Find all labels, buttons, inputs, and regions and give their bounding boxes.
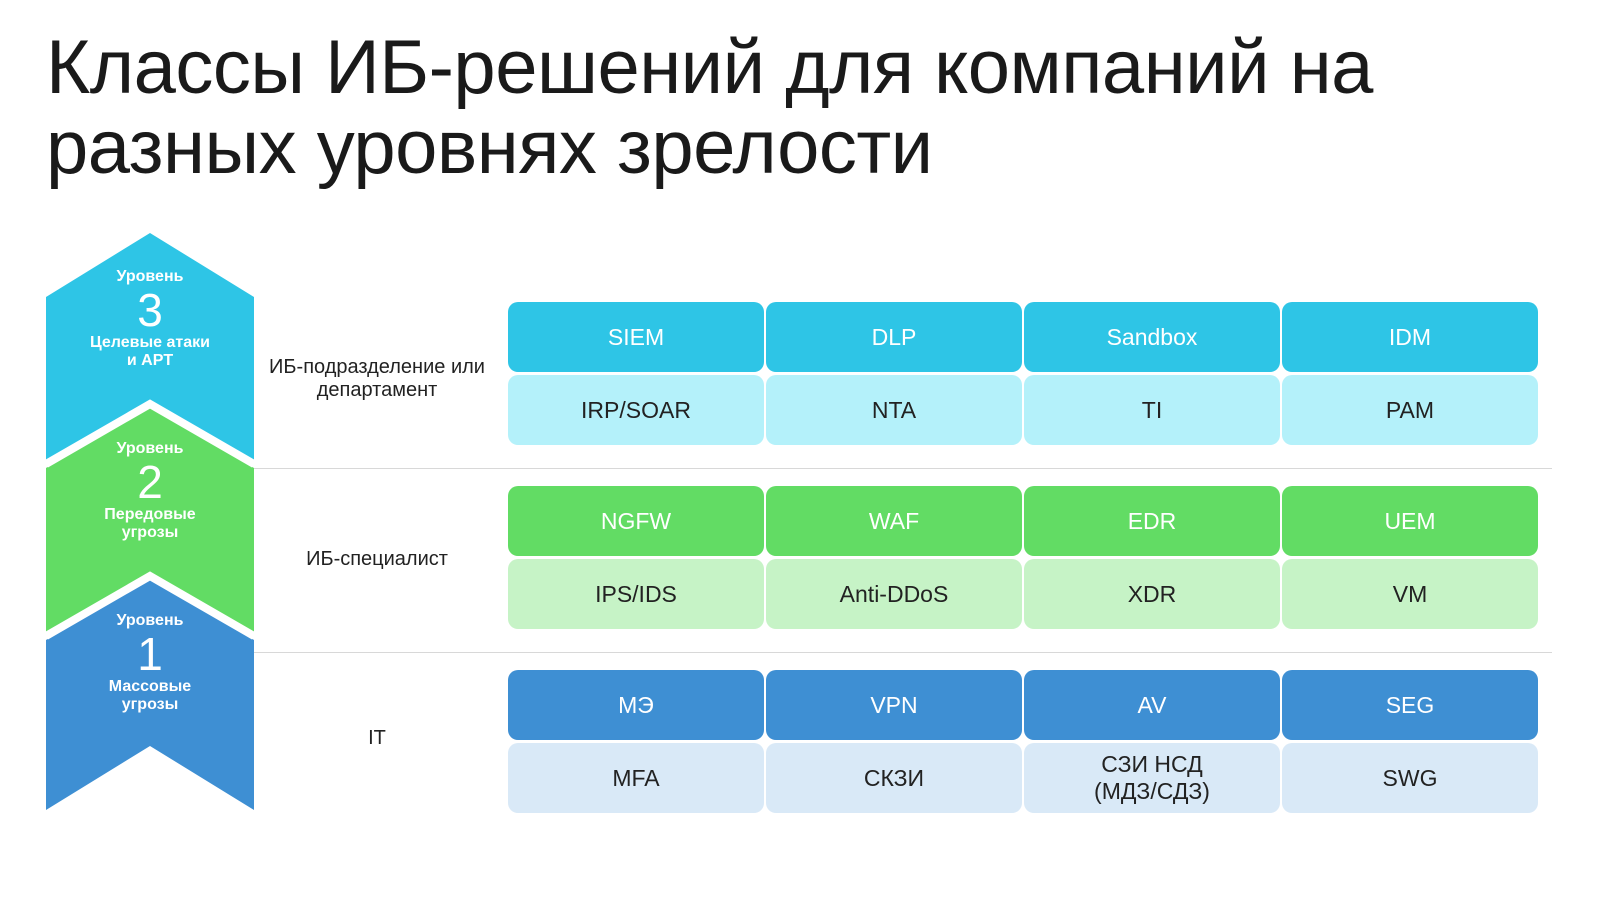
role-level-1: IT <box>368 727 386 749</box>
solution-cell: EDR <box>1024 486 1280 556</box>
solution-cell: TI <box>1024 375 1280 445</box>
solution-label: SEG <box>1385 691 1435 718</box>
solution-label: SIEM <box>607 323 665 350</box>
level-1-number: 1 <box>137 628 163 680</box>
solution-cell: МЭ <box>508 670 764 740</box>
solution-cell: СКЗИ <box>766 743 1022 813</box>
solution-cell: IPS/IDS <box>508 559 764 629</box>
solution-cell: NGFW <box>508 486 764 556</box>
chevron-level-2 <box>46 406 254 632</box>
solution-cell: SIEM <box>508 302 764 372</box>
solution-cell: SEG <box>1282 670 1538 740</box>
solution-cell: Sandbox <box>1024 302 1280 372</box>
level-1-label: Уровень 1 Массовые угрозы <box>46 612 254 714</box>
chevron-level-3 <box>46 233 254 460</box>
role-level-3: ИБ-подразделение или департамент <box>269 356 485 401</box>
solution-label: MFA <box>612 764 660 791</box>
solution-label: SWG <box>1382 764 1438 791</box>
solution-label: NGFW <box>600 507 672 534</box>
solution-cell: IDM <box>1282 302 1538 372</box>
solution-label: XDR <box>1127 580 1177 607</box>
chevron-separator-2 <box>44 399 256 468</box>
solution-label: WAF <box>868 507 920 534</box>
page-title-line-1: Классы ИБ-решений для компаний на <box>46 25 1373 110</box>
solution-cell: AV <box>1024 670 1280 740</box>
level-1-word: Уровень <box>116 612 184 629</box>
solution-label: IDM <box>1388 323 1432 350</box>
solution-label: IPS/IDS <box>595 580 677 607</box>
solution-label: NTA <box>871 396 917 423</box>
solution-cell: WAF <box>766 486 1022 556</box>
solution-cell: SWG <box>1282 743 1538 813</box>
solution-label: TI <box>1141 396 1163 423</box>
solution-label: AV <box>1137 691 1167 718</box>
solution-cell: VM <box>1282 559 1538 629</box>
solution-label: VPN <box>870 691 918 718</box>
solution-cell: СЗИ НСД (МДЗ/СДЗ) <box>1024 743 1280 813</box>
solution-label: СКЗИ <box>863 764 925 791</box>
level-1-desc: Массовые угрозы <box>108 678 192 713</box>
solution-label: PAM <box>1385 396 1435 423</box>
role-level-2: ИБ-специалист <box>306 548 448 570</box>
solution-cell: NTA <box>766 375 1022 445</box>
solution-label: Sandbox <box>1106 323 1198 350</box>
solution-cell: IRP/SOAR <box>508 375 764 445</box>
row-divider <box>254 468 1552 469</box>
solution-label: IRP/SOAR <box>581 396 691 423</box>
solution-cell: Anti-DDoS <box>766 559 1022 629</box>
level-3-word: Уровень <box>116 268 184 285</box>
solution-label: EDR <box>1127 507 1177 534</box>
solution-cell: VPN <box>766 670 1022 740</box>
chevron-level-1 <box>46 578 254 810</box>
row-divider <box>254 652 1552 653</box>
solution-label: UEM <box>1384 507 1436 534</box>
level-3-desc: Целевые атаки и APT <box>90 334 210 369</box>
level-2-desc: Передовые угрозы <box>104 506 196 541</box>
solution-label: DLP <box>871 323 917 350</box>
level-2-word: Уровень <box>116 440 184 457</box>
maturity-chevrons <box>44 233 256 810</box>
level-2-number: 2 <box>137 456 163 508</box>
solution-cell: DLP <box>766 302 1022 372</box>
page-title-line-2: разных уровнях зрелости <box>46 105 933 190</box>
solution-label: VM <box>1392 580 1428 607</box>
chevron-separator-1 <box>44 571 256 640</box>
solution-cell: PAM <box>1282 375 1538 445</box>
solution-cell: MFA <box>508 743 764 813</box>
solution-label: СЗИ НСД (МДЗ/СДЗ) <box>1094 751 1210 804</box>
page-title: Классы ИБ-решений для компаний на разных… <box>46 28 1546 188</box>
level-2-label: Уровень 2 Передовые угрозы <box>46 440 254 542</box>
solution-cell: UEM <box>1282 486 1538 556</box>
solution-label: Anti-DDoS <box>839 580 949 607</box>
solution-label: МЭ <box>618 691 654 718</box>
solution-cell: XDR <box>1024 559 1280 629</box>
level-3-label: Уровень 3 Целевые атаки и APT <box>46 268 254 370</box>
level-3-number: 3 <box>137 284 163 336</box>
